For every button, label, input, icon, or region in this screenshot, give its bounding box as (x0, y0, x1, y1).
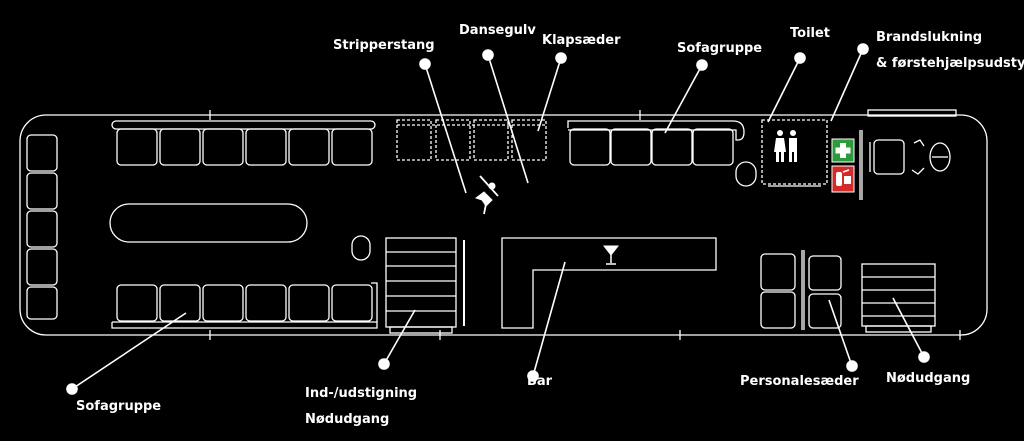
stool-right (735, 161, 757, 187)
label-brand-1: Brandslukning (876, 30, 983, 45)
toilet-room (761, 119, 828, 185)
label-sofagruppe-top: Sofagruppe (677, 41, 763, 56)
center-table (109, 203, 308, 243)
label-brand-2: & førstehjælpsudstyr (876, 56, 1024, 71)
label-sofagruppe-bottom: Sofagruppe (76, 399, 162, 414)
label-bar: Bar (527, 374, 553, 389)
label-klapsaeder: Klapsæder (542, 33, 621, 48)
sofa-group-bottom-left (111, 282, 378, 329)
label-stripperstang: Stripperstang (333, 38, 435, 53)
sofa-group-top-right (567, 120, 745, 166)
cocktail-glass-icon (602, 245, 620, 265)
toilet-people-icon (774, 130, 797, 162)
sofa-group-top-left (111, 120, 376, 166)
label-ind-udstigning: Ind-/udstigning (305, 386, 418, 401)
bar-counter (501, 237, 717, 329)
entrance-stairs (385, 237, 465, 334)
emergency-stairs-right (861, 263, 936, 333)
fire-extinguisher-icon (831, 165, 855, 193)
callout-lines (66, 43, 930, 395)
label-dansegulv: Dansegulv (459, 23, 536, 38)
stool (351, 235, 371, 261)
label-nodudgang-left: Nødudgang (305, 412, 390, 427)
staff-seats (760, 250, 842, 330)
first-aid-icon (831, 138, 855, 163)
driver-seat (873, 139, 905, 175)
label-nodudgang-right: Nødudgang (886, 371, 971, 386)
fold-seats (396, 119, 547, 161)
steering-wheel-icon (911, 139, 951, 175)
label-toilet: Toilet (790, 26, 831, 41)
pole-dancer-icon (474, 175, 499, 215)
label-personalesaeder: Personalesæder (740, 374, 859, 389)
rear-seats (26, 134, 58, 320)
bus-outline (19, 114, 988, 336)
